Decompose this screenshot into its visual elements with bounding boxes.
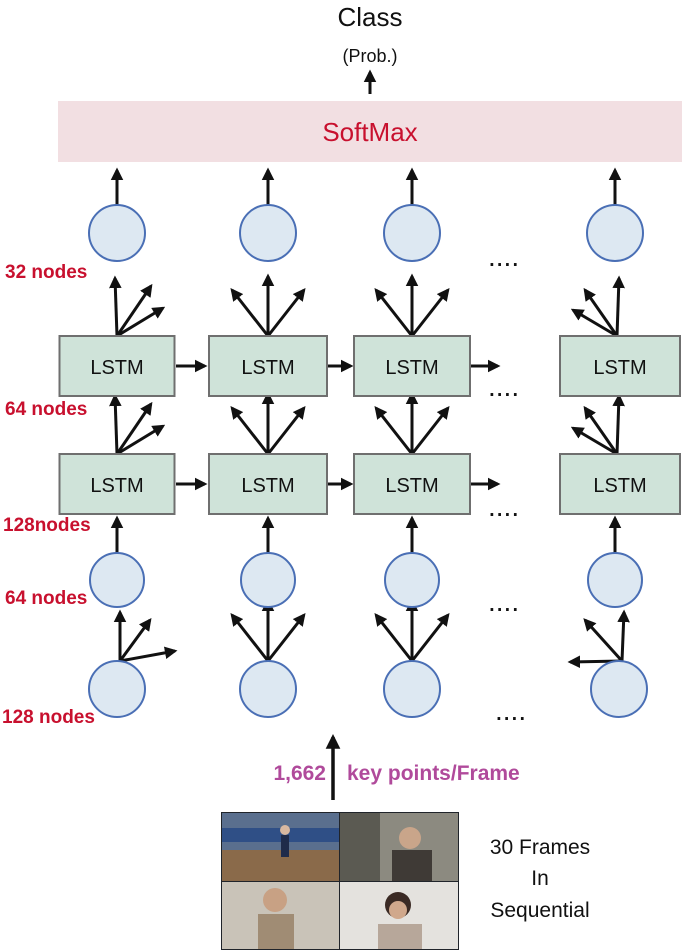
fan-lstmbot-3-a xyxy=(374,406,414,455)
label-128-nodes-lstm: 128nodes xyxy=(3,515,91,536)
lstm-bottom-cell-4 xyxy=(559,453,681,515)
softmax-layer xyxy=(58,101,682,162)
fan-lstmtop-2-a xyxy=(230,288,270,337)
keypoints-per-frame-label: key points/Frame xyxy=(347,762,520,785)
fan-lstmbot-1-c xyxy=(116,424,166,456)
fan-lstmbot-2-a xyxy=(230,406,270,455)
fan-dense-3-a xyxy=(374,613,414,662)
fan-lstmtop-1-b xyxy=(115,283,153,337)
output-prob-subtitle: (Prob.) xyxy=(342,46,397,66)
lstm-top-cell-2 xyxy=(208,335,328,397)
lstm-top-cell-2-label: LSTM xyxy=(241,357,294,379)
fan-dense-1-c xyxy=(119,646,178,663)
fan-lstmbot-4-b xyxy=(583,405,619,455)
fan-dense-2-c xyxy=(266,613,306,662)
connection-arrows xyxy=(109,167,630,669)
dense-top-node-1 xyxy=(89,552,145,608)
lstm-cells: LSTM LSTM LSTM LSTM LSTM LSTM LSTM LSTM xyxy=(58,335,681,515)
dense-bottom-node-1 xyxy=(88,660,146,718)
lstm-top-cell-1 xyxy=(58,335,176,397)
output-node-1 xyxy=(88,204,146,262)
lstm-bottom-cell-3 xyxy=(353,453,471,515)
output-node-4 xyxy=(586,204,644,262)
fan-lstmtop-3-c xyxy=(410,288,450,337)
keypoints-count: 1,662 xyxy=(273,762,326,785)
node-circles xyxy=(88,204,648,718)
label-64-nodes-dense: 64 nodes xyxy=(5,588,87,609)
fan-dense-2-a xyxy=(230,613,270,662)
frames-caption-line3: Sequential xyxy=(490,899,589,922)
ellipsis-dense-top-row: .... xyxy=(488,586,519,617)
lstm-bottom-cell-1 xyxy=(58,453,176,515)
dense-bottom-node-2 xyxy=(239,660,297,718)
fan-dense-4-b xyxy=(583,618,624,663)
lstm-bottom-cell-3-label: LSTM xyxy=(385,475,438,497)
lstm-top-cell-4 xyxy=(559,335,681,397)
lstm-top-cell-3 xyxy=(353,335,471,397)
fan-lstmbot-4-c xyxy=(570,426,618,456)
fan-lstmbot-1-b xyxy=(115,401,153,455)
fan-dense-1-b xyxy=(118,617,152,662)
ellipsis-lstm-bottom-row: .... xyxy=(488,491,519,522)
fan-dense-3-c xyxy=(410,613,450,662)
lstm-top-cell-3-label: LSTM xyxy=(385,357,438,379)
fan-lstmbot-1-a xyxy=(109,393,122,455)
dense-bottom-node-3 xyxy=(383,660,441,718)
fan-lstmbot-2-c xyxy=(266,406,306,455)
fan-lstmtop-2-c xyxy=(266,288,306,337)
lstm-bottom-cell-2 xyxy=(208,453,328,515)
dense-top-node-3 xyxy=(384,552,440,608)
lstm-top-cell-4-label: LSTM xyxy=(593,357,646,379)
label-32-nodes: 32 nodes xyxy=(5,262,87,283)
lstm-bottom-cell-4-label: LSTM xyxy=(593,475,646,497)
lstm-bottom-cell-1-label: LSTM xyxy=(90,475,143,497)
label-64-nodes-lstm: 64 nodes xyxy=(5,399,87,420)
fan-lstmtop-1-a xyxy=(109,275,122,337)
fan-lstmtop-4-b xyxy=(583,287,619,337)
fan-lstmtop-4-c xyxy=(570,308,618,338)
fan-lstmbot-3-c xyxy=(410,406,450,455)
fan-lstmtop-1-c xyxy=(116,306,166,338)
fan-lstmbot-4-a xyxy=(612,393,625,455)
softmax-label: SoftMax xyxy=(322,117,417,147)
fan-lstmtop-3-a xyxy=(374,288,414,337)
ellipsis-output-row: .... xyxy=(488,241,519,272)
dense-bottom-node-4 xyxy=(590,660,648,718)
dense-top-node-4 xyxy=(587,552,643,608)
output-node-2 xyxy=(239,204,297,262)
frames-caption-line1: 30 Frames xyxy=(490,836,590,859)
dense-top-node-2 xyxy=(240,552,296,608)
ellipsis-dense-bottom-row: .... xyxy=(495,695,526,726)
video-frames-thumbnail xyxy=(221,812,459,950)
output-node-3 xyxy=(383,204,441,262)
lstm-top-cell-1-label: LSTM xyxy=(90,357,143,379)
fan-lstmtop-4-a xyxy=(612,275,625,337)
frames-caption-line2: In xyxy=(531,867,549,890)
ellipsis-lstm-top-row: .... xyxy=(488,371,519,402)
fan-dense-4-a xyxy=(617,609,630,662)
output-class-title: Class xyxy=(337,2,402,32)
lstm-bottom-cell-2-label: LSTM xyxy=(241,475,294,497)
label-128-nodes-dense: 128 nodes xyxy=(2,707,95,728)
